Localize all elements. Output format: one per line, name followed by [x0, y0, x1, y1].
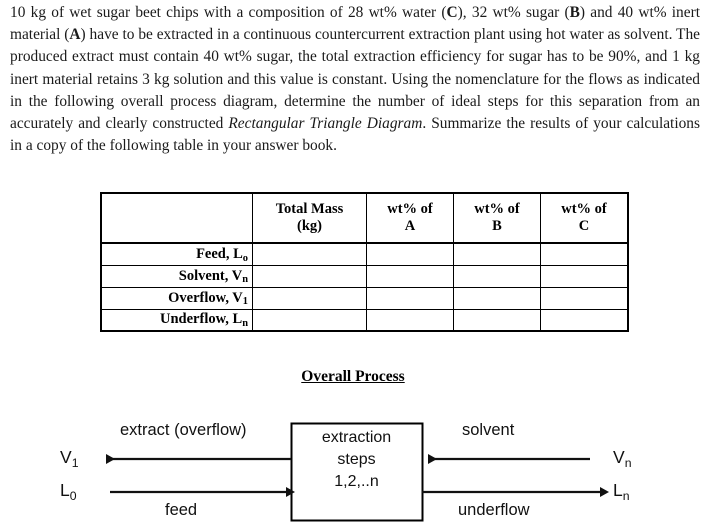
- header-line-1: wt% of: [387, 201, 433, 217]
- problem-segment-3: B: [569, 4, 580, 21]
- header-cell-wtpct-c: wt% of C: [540, 192, 629, 244]
- problem-segment-7: Rectangular Triangle Diagram: [228, 115, 423, 133]
- problem-segment-8: . Summarize the results of your calculat…: [10, 115, 700, 155]
- problem-segment-2: ), 32 wt% sugar (: [457, 4, 570, 21]
- table-row: Feed, Lo: [100, 242, 629, 266]
- row-label-0: Feed, Lo: [100, 242, 253, 266]
- box-line-1: extraction: [321, 429, 392, 446]
- row-label-1: Solvent, Vn: [100, 264, 253, 288]
- table-row: Underflow, Ln: [100, 308, 629, 332]
- flow-var-ln-sub: n: [622, 488, 630, 503]
- table-cell-r2-c3[interactable]: [540, 286, 629, 310]
- problem-segment-1: C: [446, 4, 458, 21]
- box-line-2: steps: [337, 451, 376, 468]
- header-cell-blank: [100, 192, 253, 244]
- table-cell-r1-c3[interactable]: [540, 264, 629, 288]
- flow-var-ln: Ln: [613, 480, 630, 503]
- table-cell-r3-c1[interactable]: [366, 308, 454, 332]
- problem-segment-0: 10 kg of wet sugar beet chips with a com…: [10, 4, 447, 21]
- header-line-2: (kg): [297, 218, 322, 234]
- table-cell-r0-c0[interactable]: [252, 242, 367, 266]
- overall-process-diagram: Overall Process extraction steps 1,2,..n…: [0, 355, 706, 532]
- row-label-base: Overflow, V: [168, 289, 243, 306]
- table-cell-r3-c3[interactable]: [540, 308, 629, 332]
- table-cell-r2-c0[interactable]: [252, 286, 367, 310]
- flow-var-v1: V1: [60, 447, 79, 470]
- problem-segment-5: A: [69, 26, 81, 44]
- problem-statement: 10 kg of wet sugar beet chips with a com…: [10, 2, 700, 157]
- label-feed: feed: [165, 501, 198, 519]
- table-cell-r3-c2[interactable]: [453, 308, 541, 332]
- table-row: Overflow, V1: [100, 286, 629, 310]
- header-line-2: B: [492, 218, 502, 234]
- table-cell-r1-c0[interactable]: [252, 264, 367, 288]
- flow-var-v1-base: V: [60, 447, 72, 467]
- row-label-sub: n: [242, 274, 248, 286]
- header-cell-wtpct-b: wt% of B: [453, 192, 541, 244]
- table-cell-r1-c1[interactable]: [366, 264, 454, 288]
- problem-segment-4: ) and 40 wt% inert material (: [10, 4, 700, 44]
- diagram-title: Overall Process: [301, 368, 405, 385]
- label-solvent: solvent: [462, 421, 515, 439]
- table-header-row: Total Mass (kg) wt% of A wt% of B wt% of…: [100, 192, 629, 244]
- row-label-sub: 1: [242, 296, 248, 308]
- header-line-2: C: [578, 218, 590, 234]
- flow-var-l0-base: L: [60, 480, 70, 500]
- header-line-1: wt% of: [474, 201, 520, 217]
- flow-var-ln-base: L: [613, 480, 623, 500]
- flow-var-vn: Vn: [613, 447, 632, 470]
- table-cell-r2-c1[interactable]: [366, 286, 454, 310]
- row-label-base: Underflow, L: [160, 311, 243, 328]
- header-cell-wtpct-a: wt% of A: [366, 192, 454, 244]
- table-cell-r0-c1[interactable]: [366, 242, 454, 266]
- flow-var-vn-sub: n: [624, 455, 632, 470]
- header-line-2: A: [404, 218, 416, 234]
- row-label-sub: o: [242, 252, 248, 264]
- header-line-1: wt% of: [561, 201, 607, 217]
- row-label-3: Underflow, Ln: [100, 308, 253, 332]
- flow-var-l0-sub: 0: [69, 488, 77, 503]
- table-cell-r3-c0[interactable]: [252, 308, 367, 332]
- table-cell-r0-c2[interactable]: [453, 242, 541, 266]
- flow-var-l0: L0: [60, 480, 77, 503]
- extraction-box-text: extraction steps 1,2,..n: [291, 427, 422, 493]
- table-cell-r0-c3[interactable]: [540, 242, 629, 266]
- header-cell-total-mass: Total Mass (kg): [252, 192, 367, 244]
- label-underflow: underflow: [458, 501, 530, 519]
- summary-table: Total Mass (kg) wt% of A wt% of B wt% of…: [100, 192, 629, 332]
- extraction-box: [290, 422, 424, 522]
- header-line-1: Total Mass: [275, 201, 344, 217]
- row-label-base: Solvent, V: [178, 267, 243, 284]
- box-line-3: 1,2,..n: [334, 473, 379, 490]
- table-cell-r1-c2[interactable]: [453, 264, 541, 288]
- row-label-sub: n: [242, 318, 248, 330]
- row-label-base: Feed, L: [196, 245, 243, 262]
- table-cell-r2-c2[interactable]: [453, 286, 541, 310]
- row-label-2: Overflow, V1: [100, 286, 253, 310]
- diagram-graphics: [106, 422, 609, 522]
- flow-var-vn-base: V: [613, 447, 625, 467]
- table-row: Solvent, Vn: [100, 264, 629, 288]
- label-extract-overflow: extract (overflow): [120, 421, 247, 439]
- problem-segment-6: ) have to be extracted in a continuous c…: [10, 26, 700, 133]
- flow-var-v1-sub: 1: [71, 455, 79, 470]
